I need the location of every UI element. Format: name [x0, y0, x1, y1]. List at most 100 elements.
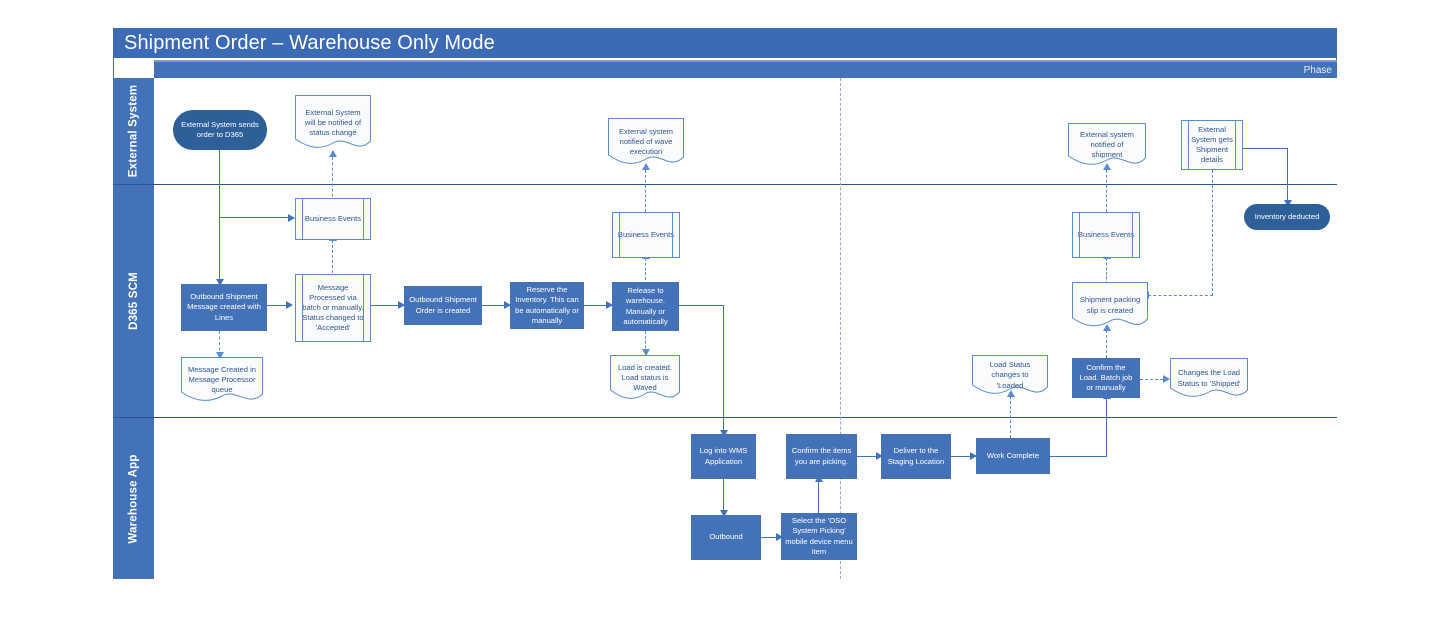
arrowhead-right — [504, 301, 511, 309]
arrowhead-right — [876, 452, 883, 460]
node-external-system-notified-status[interactable]: External System will be notified of stat… — [295, 95, 371, 151]
arrowhead-up — [1103, 163, 1111, 170]
lane-label-d365-scm: D365 SCM — [113, 185, 154, 418]
node-changes-load-status-shipped[interactable]: Changes the Load Status to 'Shipped' — [1170, 358, 1248, 399]
lane-label-text: Warehouse App — [127, 453, 140, 544]
node-business-events-2[interactable]: Business Events — [612, 212, 680, 258]
connector-reserve-to-release — [584, 305, 612, 307]
connector-workcomplete-to-confirmload-v — [1106, 398, 1108, 456]
connector-release-to-wms-h — [679, 305, 724, 307]
connector-be2-to-ext-wave — [645, 170, 646, 212]
document-shape-icon — [608, 118, 684, 164]
document-shape-icon — [972, 355, 1048, 394]
arrowhead-up — [1007, 390, 1015, 397]
node-work-complete[interactable]: Work Complete — [976, 438, 1050, 474]
connector-extgets-to-packingslip — [1148, 295, 1213, 296]
node-business-events-1[interactable]: Business Events — [295, 198, 371, 240]
node-business-events-3[interactable]: Business Events — [1072, 212, 1140, 258]
node-confirm-the-load[interactable]: Confirm the Load. Batch job or manually — [1072, 358, 1140, 398]
arrowhead-down — [720, 430, 728, 437]
document-shape-icon — [1072, 282, 1148, 327]
connector-confirmload-to-packingslip — [1106, 330, 1107, 358]
arrowhead-right — [776, 533, 783, 541]
phase-header-bar: Phase — [154, 60, 1337, 78]
connector-order-to-reserve — [482, 305, 510, 307]
arrowhead-right — [398, 301, 405, 309]
node-reserve-the-inventory[interactable]: Reserve the Inventory. This can be autom… — [510, 282, 584, 329]
arrowhead-up — [1103, 324, 1111, 331]
arrowhead-right — [1163, 375, 1170, 383]
connector-extgets-to-inventory-h — [1243, 148, 1288, 150]
connector-ext-to-business-events-1 — [219, 217, 294, 219]
connector-workcomplete-to-confirmload-h — [1050, 456, 1107, 458]
node-outbound-shipment-order-created[interactable]: Outbound Shipment Order is created — [404, 286, 482, 325]
connector-outboundmsg-to-msgproc — [266, 305, 290, 307]
connector-confirm-to-deliver — [857, 456, 881, 458]
node-load-status-changes-loaded[interactable]: Load Status changes to 'Loaded — [972, 355, 1048, 396]
lane-label-external-system: External System — [113, 78, 154, 185]
node-label: External System will be notified of stat… — [304, 107, 362, 137]
connector-be1-to-ext-status — [332, 157, 333, 202]
pool-title: Shipment Order – Warehouse Only Mode — [113, 28, 1337, 58]
connector-be3-to-ext-shipment — [1106, 170, 1107, 212]
node-inventory-deducted[interactable]: Inventory deducted — [1244, 204, 1330, 230]
node-label: Changes the Load Status to 'Shipped' — [1177, 368, 1241, 388]
node-external-system-notified-wave[interactable]: External system notified of wave executi… — [608, 118, 684, 166]
node-load-is-created-waved[interactable]: Load is created. Load status is Waved — [610, 355, 680, 401]
connector-msgproc-to-be1 — [332, 240, 333, 278]
node-external-system-sends-order[interactable]: External System sends order to D365 — [173, 110, 267, 150]
arrowhead-down — [720, 510, 728, 517]
connector-wms-to-outbound — [723, 479, 725, 512]
node-external-system-gets-shipment-details[interactable]: External System gets Shipment details — [1181, 120, 1243, 170]
node-outbound[interactable]: Outbound — [691, 515, 761, 560]
node-release-to-warehouse[interactable]: Release to warehouse. Manually or automa… — [612, 282, 679, 331]
node-shipment-packing-slip-created[interactable]: Shipment packing slip is created — [1072, 282, 1148, 329]
arrowhead-right — [606, 301, 613, 309]
connector-msgproc-to-order — [371, 305, 404, 307]
connector-oso-to-confirm-items — [818, 481, 820, 513]
arrowhead-up — [329, 150, 337, 157]
node-confirm-items-picking[interactable]: Confirm the items you are picking. — [786, 434, 857, 479]
node-label: Load is created. Load status is Waved — [617, 362, 673, 392]
phase-divider — [840, 78, 841, 579]
node-message-created-in-queue[interactable]: Message Created in Message Processor que… — [181, 357, 263, 403]
connector-extgets-down — [1212, 170, 1213, 296]
connector-packingslip-to-be3 — [1106, 258, 1107, 284]
node-outbound-shipment-message-created[interactable]: Outbound Shipment Message created with L… — [181, 284, 267, 331]
connector-extgets-to-inventory-v — [1287, 148, 1289, 202]
connector-confirmload-to-shipped — [1140, 379, 1168, 380]
node-message-processed[interactable]: Message Processed via batch or manually.… — [295, 274, 371, 342]
connector-ext-to-outbound-msg — [219, 150, 221, 280]
document-shape-icon — [295, 95, 371, 148]
lane-label-text: External System — [127, 84, 140, 178]
connector-deliver-to-workcomplete — [951, 456, 976, 458]
document-shape-icon — [610, 355, 680, 399]
connector-release-to-wms-v — [723, 305, 725, 431]
node-label: Load Status changes to 'Loaded — [989, 360, 1031, 390]
connector-release-to-load — [645, 331, 646, 353]
node-label: External system notified of shipment — [1079, 129, 1135, 159]
lane-label-text: D365 SCM — [127, 272, 140, 330]
node-external-system-notified-shipment[interactable]: External system notified of shipment — [1068, 123, 1146, 167]
document-shape-icon — [1068, 123, 1146, 165]
arrowhead-down — [216, 279, 224, 286]
arrowhead-up — [642, 163, 650, 170]
arrowhead-right — [970, 452, 977, 460]
arrowhead-down — [642, 349, 650, 356]
node-select-oso-system-picking[interactable]: Select the 'OSO System Picking' mobile d… — [781, 513, 857, 560]
node-label: External system notified of wave executi… — [618, 126, 674, 156]
node-label: Message Created in Message Processor que… — [188, 364, 256, 394]
connector-outboundmsg-to-queue — [219, 331, 220, 356]
connector-workcomplete-to-loadstatus — [1010, 396, 1011, 438]
connector-release-to-be2 — [645, 258, 646, 280]
connector-outbound-to-oso — [761, 537, 781, 539]
arrowhead-right — [286, 301, 293, 309]
lane-label-warehouse-app: Warehouse App — [113, 418, 154, 579]
node-label: Shipment packing slip is created — [1079, 295, 1141, 315]
node-log-into-wms-application[interactable]: Log into WMS Application — [691, 434, 756, 479]
arrowhead-right — [288, 214, 295, 222]
node-deliver-to-staging-location[interactable]: Deliver to the Staging Location — [881, 434, 951, 479]
document-shape-icon — [181, 357, 263, 401]
arrowhead-down — [216, 352, 224, 359]
document-shape-icon — [1170, 358, 1248, 397]
